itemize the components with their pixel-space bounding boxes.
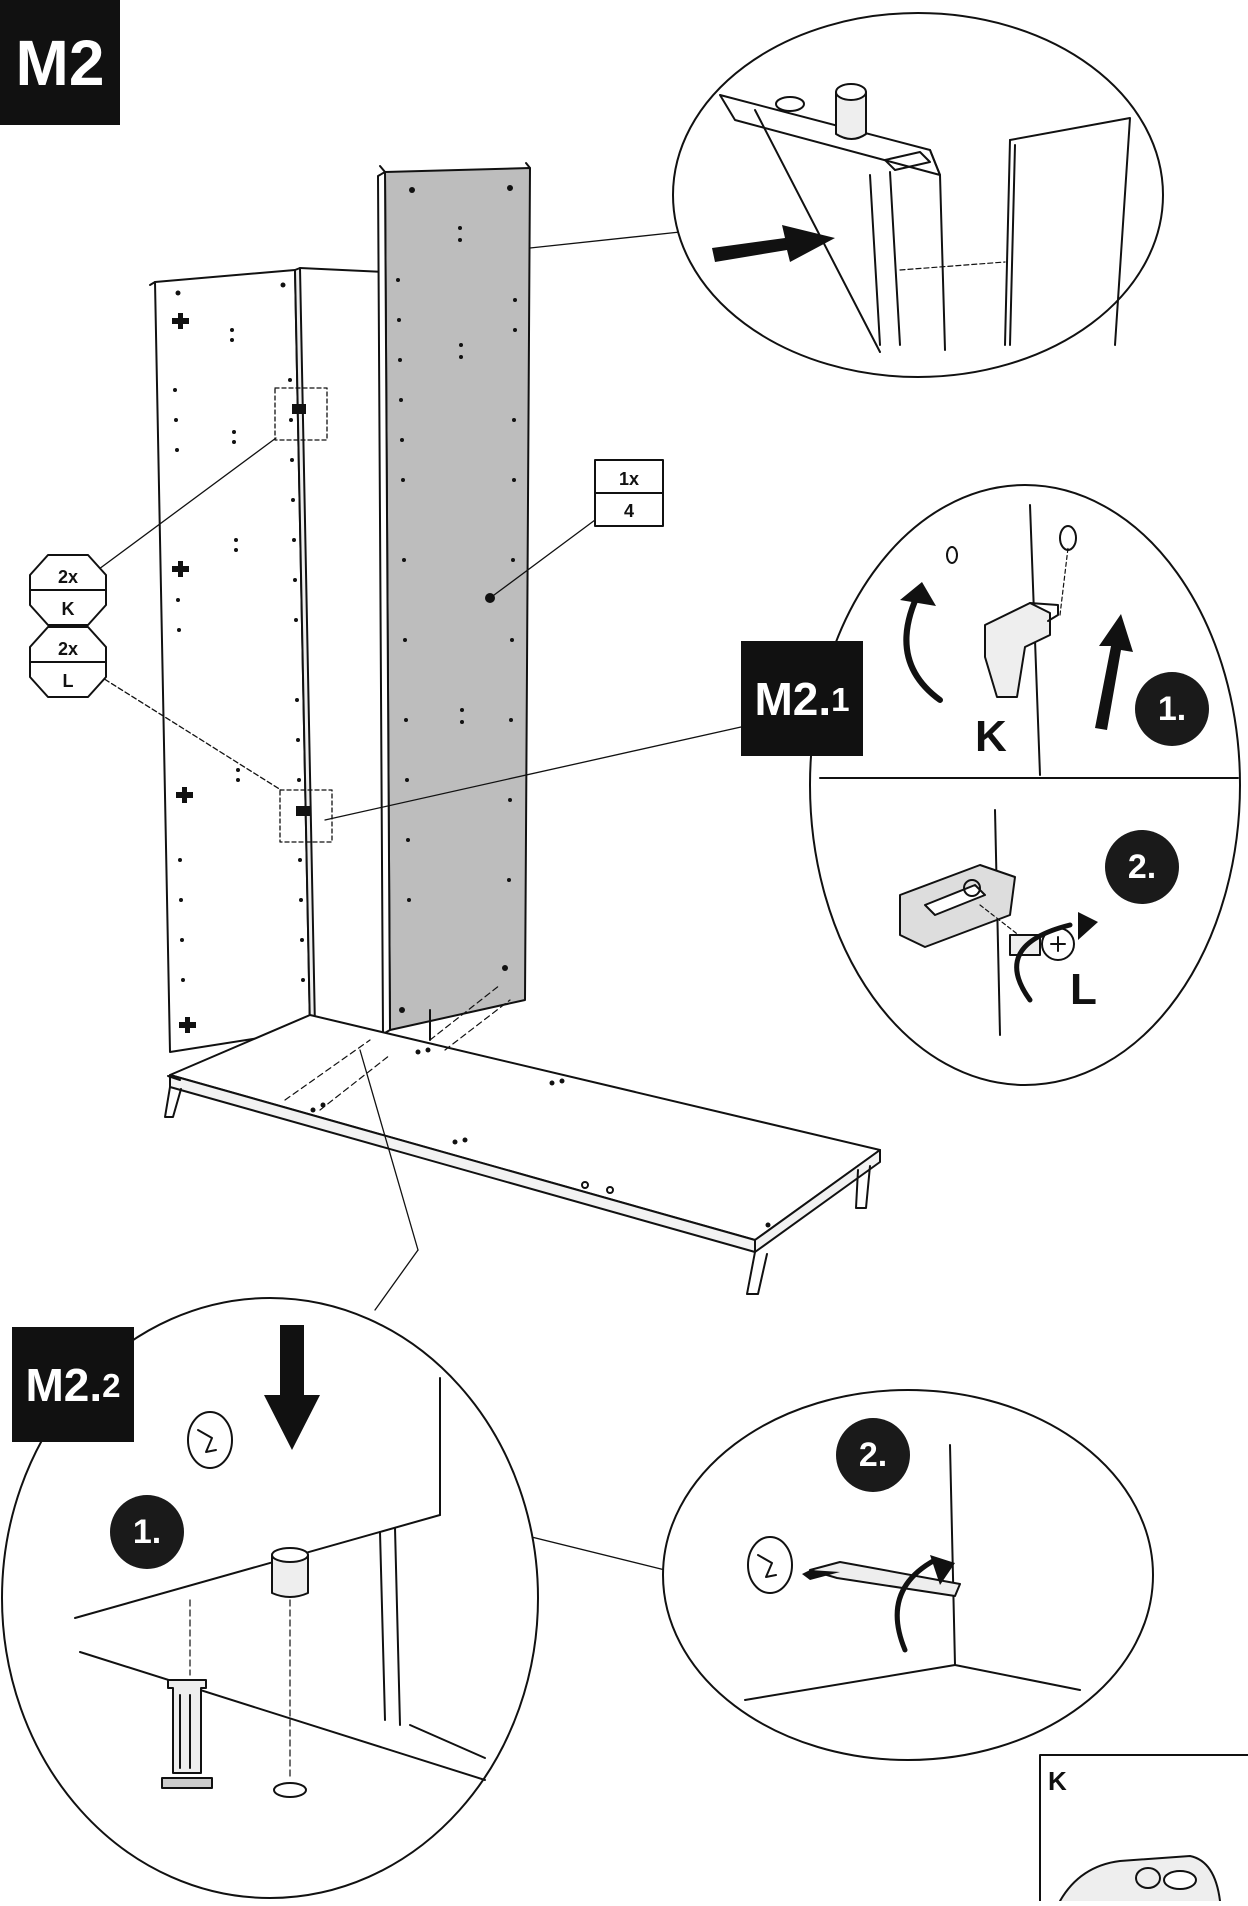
badge-m22-step2: 2. xyxy=(836,1418,910,1492)
detail-m22-cam-tighten xyxy=(662,1389,1154,1761)
step-m21-suffix: 1 xyxy=(831,682,850,720)
tag-panel-id: 4 xyxy=(624,501,634,521)
side-panel xyxy=(149,267,333,1053)
inset-label-k: K xyxy=(1048,1766,1067,1796)
base-panel xyxy=(164,984,881,1295)
tag-k xyxy=(29,554,107,626)
step-m22-prefix: M2. xyxy=(25,1358,103,1411)
tag-l-qty: 2x xyxy=(58,639,78,659)
tag-panel-qty: 1x xyxy=(619,469,639,489)
step-label-main: M2 xyxy=(0,0,120,125)
step-label-m21: M2.1 xyxy=(741,641,863,756)
detail-letter-k: K xyxy=(975,712,1007,761)
step-m21-prefix: M2. xyxy=(754,672,832,725)
step-label-m22: M2.2 xyxy=(12,1327,134,1442)
badge-m22-step1: 1. xyxy=(110,1495,184,1569)
badge-m21-step1: 1. xyxy=(1135,672,1209,746)
detail-back-panel-groove xyxy=(672,12,1164,378)
step-main-text: M2 xyxy=(15,26,105,99)
detail-letter-l: L xyxy=(1070,965,1097,1014)
detail-m22-leveller xyxy=(1,1297,539,1899)
step-m22-suffix: 2 xyxy=(102,1368,121,1406)
tag-panel-4 xyxy=(594,459,664,527)
detail-m21-clips xyxy=(809,484,1241,1086)
tag-l xyxy=(29,626,107,698)
back-panel xyxy=(377,162,531,1035)
badge-m21-step2: 2. xyxy=(1105,830,1179,904)
inset-part-k xyxy=(1039,1754,1248,1902)
tag-k-qty: 2x xyxy=(58,567,78,587)
tag-k-id: K xyxy=(62,599,75,619)
tag-l-id: L xyxy=(63,671,74,691)
